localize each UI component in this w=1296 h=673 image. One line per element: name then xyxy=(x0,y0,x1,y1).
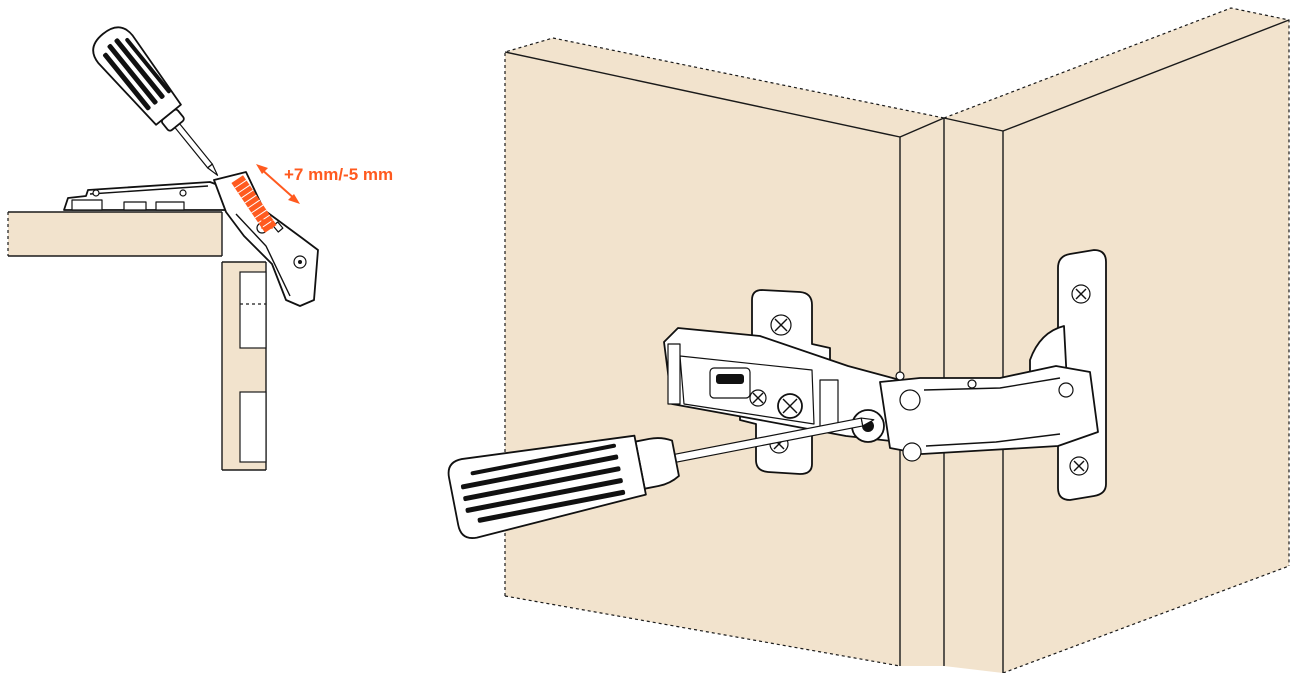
door-panel-side xyxy=(221,261,267,471)
side-view-detail: +7 mm/-5 mm xyxy=(7,26,393,471)
adjustment-screw-icon xyxy=(231,175,277,233)
screw-icon xyxy=(774,318,788,332)
adjustment-range-label: +7 mm/-5 mm xyxy=(284,165,393,184)
double-arrow-icon xyxy=(256,164,300,204)
screwdriver-icon xyxy=(447,417,875,539)
lower-recess xyxy=(239,391,267,463)
concealed-hinge-icon xyxy=(663,327,1099,462)
screwdriver-icon xyxy=(92,26,219,176)
cup-recess xyxy=(239,271,267,349)
hinge-side-view-icon xyxy=(63,171,319,307)
cabinet-corner-view xyxy=(447,7,1290,673)
cabinet-panel-top xyxy=(7,211,223,257)
